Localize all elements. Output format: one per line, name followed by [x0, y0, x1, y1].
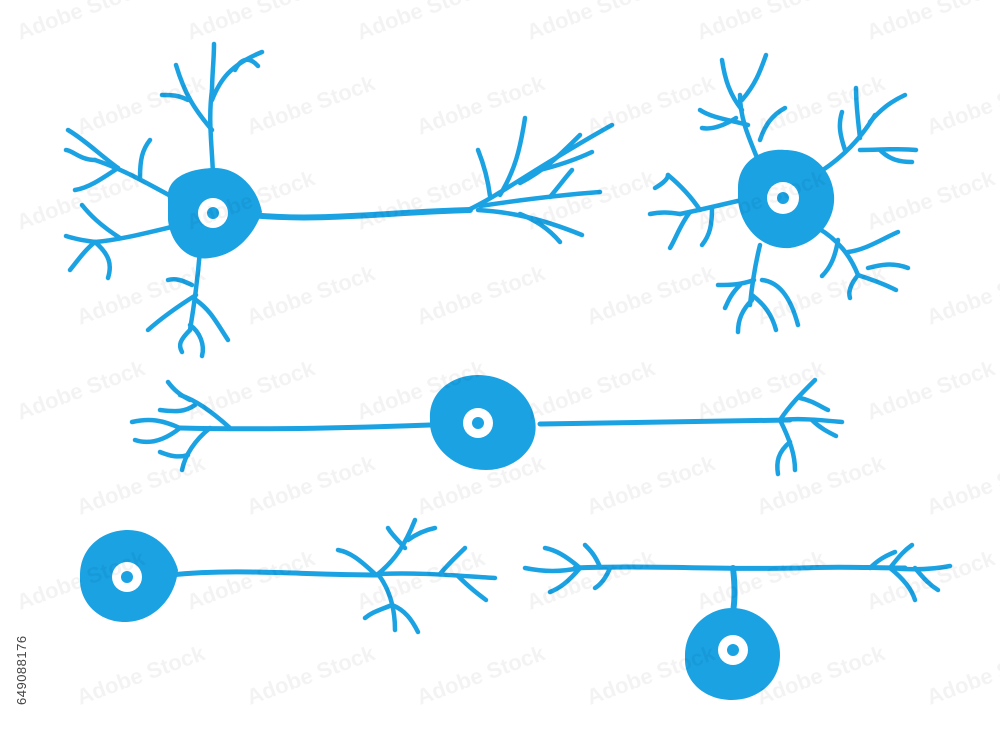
neuron-unipolar	[80, 517, 498, 635]
neuron-pseudo-unipolar-nucleolus	[727, 644, 739, 656]
neuron-unipolar-nucleolus	[121, 571, 133, 583]
neuron-bipolar-nucleolus	[472, 417, 484, 429]
neuron-bipolar	[129, 375, 845, 477]
neuron-multipolar	[63, 41, 615, 359]
neuron-pseudo-unipolar	[522, 542, 953, 700]
neuron-multipolar-star	[647, 52, 919, 335]
neuron-multipolar-star-nucleolus	[777, 192, 789, 204]
neuron-multipolar-nucleolus	[207, 207, 219, 219]
stock-id-label: 649088176	[14, 635, 29, 705]
